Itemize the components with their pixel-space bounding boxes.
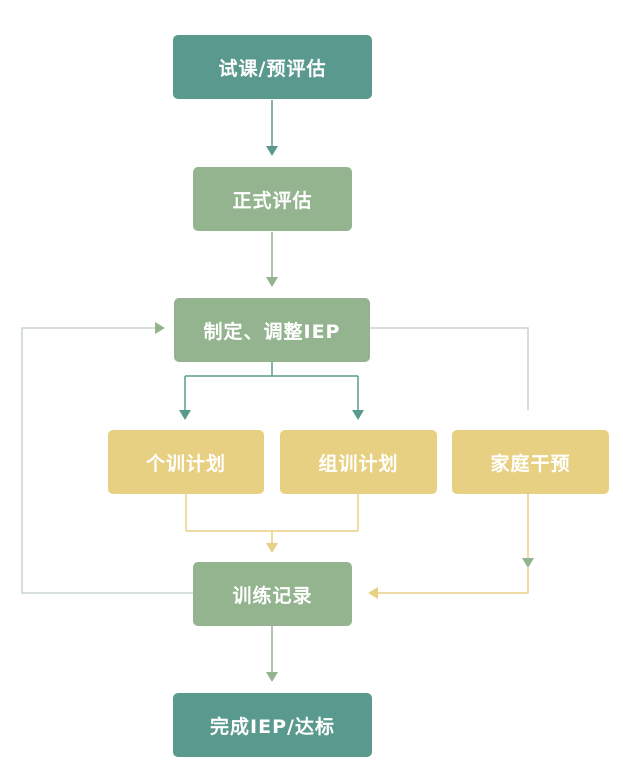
node-complete-iep-label: 完成IEP/达标 [210,715,335,738]
node-formal-assessment: 正式评估 [193,167,352,231]
node-training-record-label: 训练记录 [232,584,313,607]
node-group-training: 组训计划 [280,430,437,494]
node-iep-plan: 制定、调整IEP [174,298,370,362]
arrow-trainings-to-record [185,494,359,553]
node-iep-plan-label: 制定、调整IEP [203,320,341,343]
node-individual-training: 个训计划 [108,430,264,494]
node-individual-training-label: 个训计划 [145,452,226,475]
arrow-record-to-complete [266,626,278,682]
node-trial-assessment-label: 试课/预评估 [218,57,327,80]
arrow-iep-to-trainings [179,362,364,420]
arrow-record-loop-to-iep [21,322,193,594]
arrow-trial-to-formal [266,100,278,156]
node-formal-assessment-label: 正式评估 [232,189,313,212]
node-family-intervention: 家庭干预 [452,430,609,494]
arrow-family-to-record [368,494,534,599]
node-trial-assessment: 试课/预评估 [173,35,372,99]
node-complete-iep: 完成IEP/达标 [173,693,372,757]
node-training-record: 训练记录 [193,562,352,626]
node-family-intervention-label: 家庭干预 [490,452,571,475]
arrow-formal-to-iep [266,232,278,287]
node-group-training-label: 组训计划 [318,452,399,475]
line-iep-to-family [370,327,529,410]
